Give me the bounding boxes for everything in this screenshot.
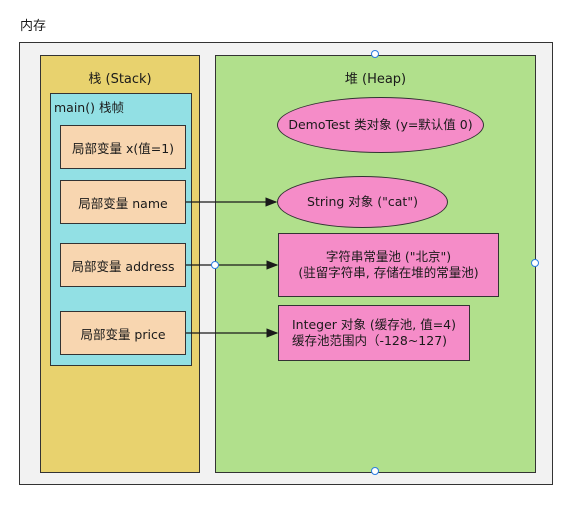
string-object-ellipse[interactable]: String 对象 ("cat")	[277, 176, 448, 228]
local-var-address[interactable]: 局部变量 address	[60, 243, 186, 287]
string-pool-note: (驻留字符串, 存储在堆的常量池)	[298, 265, 479, 280]
heap-title: 堆 (Heap)	[344, 72, 407, 87]
class-object-ellipse[interactable]: DemoTest 类对象 (y=默认值 0)	[277, 97, 484, 153]
heap-bottom-handle[interactable]	[371, 467, 379, 475]
local-var-x[interactable]: 局部变量 x(值=1)	[60, 125, 186, 169]
stack-title: 栈 (Stack)	[88, 72, 152, 87]
class-object-label: DemoTest 类对象 (y=默认值 0)	[288, 117, 473, 132]
local-var-price[interactable]: 局部变量 price	[60, 311, 186, 355]
string-object-label: String 对象 ("cat")	[307, 194, 418, 209]
integer-object-title: Integer 对象 (缓存池, 值=4)	[291, 317, 457, 332]
heap-top-handle[interactable]	[371, 50, 379, 58]
integer-object-note: 缓存池范围内（-128~127)	[291, 333, 448, 348]
string-pool-title: 字符串常量池 ("北京")	[325, 249, 452, 264]
integer-cache-object[interactable]: Integer 对象 (缓存池, 值=4) 缓存池范围内（-128~127)	[278, 305, 470, 361]
diagram-title: 内存	[20, 19, 47, 34]
stack-frame-title: main() 栈帧	[54, 100, 124, 115]
heap-right-handle[interactable]	[531, 259, 539, 267]
string-constant-pool[interactable]: 字符串常量池 ("北京") (驻留字符串, 存储在堆的常量池)	[278, 233, 499, 297]
heap-left-handle[interactable]	[211, 261, 219, 269]
local-var-name[interactable]: 局部变量 name	[60, 180, 186, 224]
